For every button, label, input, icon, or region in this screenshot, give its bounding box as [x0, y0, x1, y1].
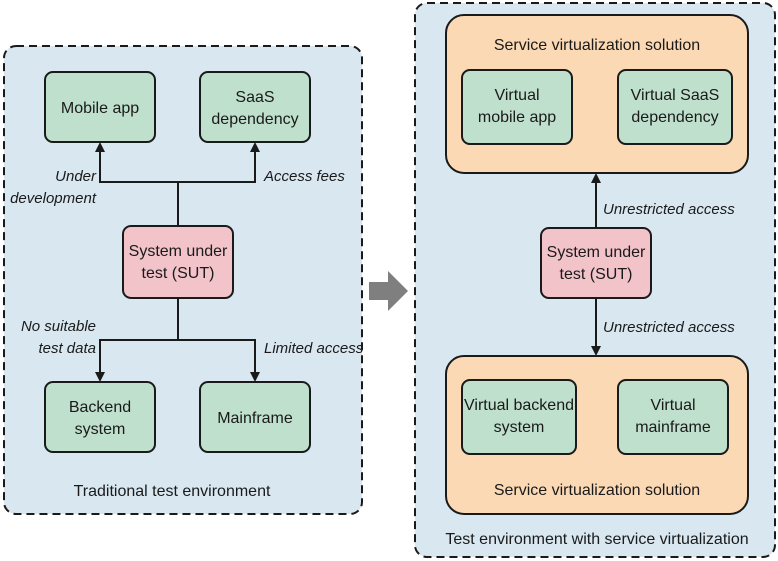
mainframe-label: Mainframe	[217, 410, 293, 427]
backend-system-node: Backend system	[44, 381, 156, 453]
saas-label-line2: dependency	[211, 111, 298, 128]
virtual-mobile-label-line1: Virtual	[494, 87, 539, 104]
virtual-backend-node: Virtual backend system	[461, 379, 577, 455]
no-suitable-label-line2: test data	[38, 340, 96, 357]
virtual-backend-label-line1: Virtual backend	[464, 397, 574, 414]
sut-to-backend-connector	[95, 298, 179, 382]
virtual-mainframe-label-line1: Virtual	[650, 397, 695, 414]
access-fees-label: Access fees	[263, 168, 345, 185]
sut-to-mobile-connector	[95, 142, 179, 226]
saas-dependency-node: SaaS dependency	[199, 71, 311, 143]
backend-label-line1: Backend	[69, 399, 131, 416]
virtual-mobile-app-node: Virtual mobile app	[461, 69, 573, 145]
mainframe-node: Mainframe	[199, 381, 311, 453]
mobile-app-label: Mobile app	[61, 100, 139, 117]
sut-node-right: System under test (SUT)	[540, 227, 652, 299]
sut-to-mainframe-connector	[178, 339, 260, 382]
sut-node-left: System under test (SUT)	[122, 225, 234, 299]
sut-right-label-line2: test (SUT)	[560, 266, 633, 283]
virtual-backend-label-line2: system	[494, 419, 545, 436]
top-group-title: Service virtualization solution	[494, 37, 700, 54]
traditional-environment-panel: Mobile app SaaS dependency Under develop…	[3, 45, 364, 515]
virtualized-environment-panel: Service virtualization solution Virtual …	[414, 2, 776, 558]
sut-left-label-line1: System under	[129, 243, 228, 260]
virtual-mobile-label-line2: mobile app	[478, 109, 556, 126]
mobile-app-node: Mobile app	[44, 71, 156, 143]
saas-label-line1: SaaS	[235, 89, 274, 106]
bottom-group-title: Service virtualization solution	[494, 482, 700, 499]
virtual-saas-label-line2: dependency	[631, 109, 718, 126]
sut-to-saas-connector	[178, 142, 260, 183]
virtual-saas-label-line1: Virtual SaaS	[631, 87, 720, 104]
bottom-virtualization-group: Virtual backend system Virtual mainframe…	[445, 355, 749, 515]
backend-label-line2: system	[75, 421, 126, 438]
virtual-mainframe-label-line2: mainframe	[635, 419, 711, 436]
no-suitable-label-line1: No suitable	[21, 318, 96, 335]
virtualized-caption: Test environment with service virtualiza…	[445, 531, 748, 548]
sut-right-label-line1: System under	[547, 244, 646, 261]
virtual-mainframe-node: Virtual mainframe	[617, 379, 729, 455]
unrestricted-bottom-label: Unrestricted access	[603, 319, 735, 336]
virtual-saas-node: Virtual SaaS dependency	[617, 69, 733, 145]
top-virtualization-group: Service virtualization solution Virtual …	[445, 14, 749, 174]
under-development-label-line1: Under	[55, 168, 97, 185]
limited-access-label: Limited access	[264, 340, 364, 357]
transition-arrow-icon	[369, 271, 408, 311]
sut-left-label-line2: test (SUT)	[142, 265, 215, 282]
traditional-caption: Traditional test environment	[74, 483, 271, 500]
under-development-label-line2: development	[10, 190, 97, 207]
unrestricted-top-label: Unrestricted access	[603, 201, 735, 218]
